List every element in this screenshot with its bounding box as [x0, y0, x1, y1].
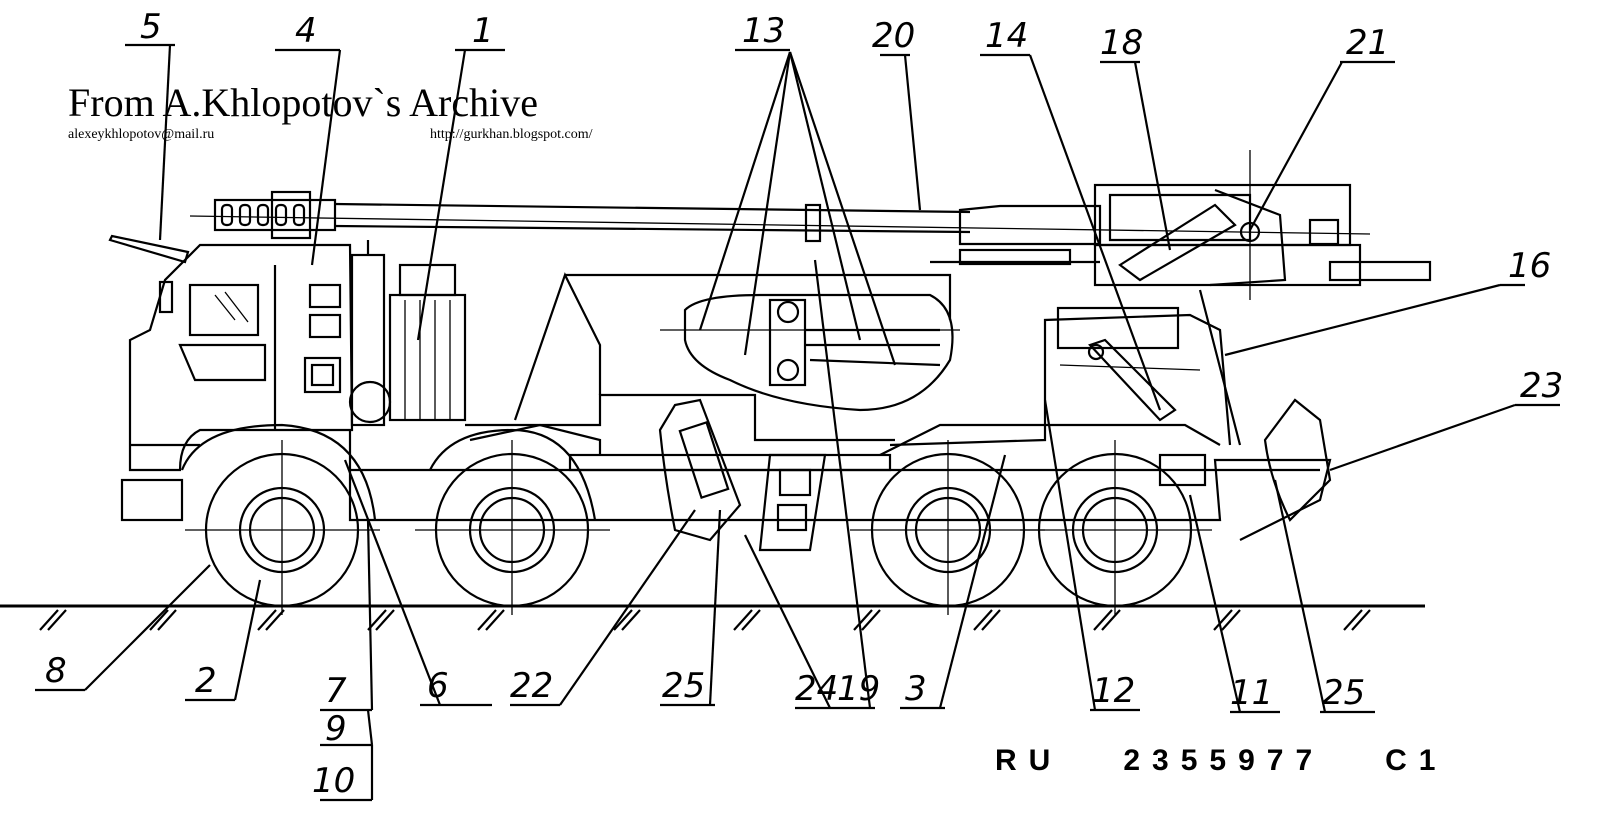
callout-13: 13	[742, 11, 785, 51]
cradle-assembly	[930, 150, 1432, 300]
callout-5: 5	[140, 7, 162, 47]
callout-25-right: 25	[1322, 673, 1365, 713]
callout-19: 20	[872, 16, 915, 56]
callout-9: 9	[325, 709, 347, 749]
outriggers	[658, 398, 1332, 552]
callout-12: 12	[1092, 671, 1135, 711]
callout-2: 2	[195, 661, 217, 701]
callout-20: 21	[1346, 23, 1389, 63]
callout-4: 4	[295, 11, 317, 51]
patent-number: RU 2355977 C1	[995, 744, 1447, 777]
callout-6: 6	[427, 666, 449, 706]
callout-21: 19	[837, 669, 880, 709]
callout-7: 7	[325, 671, 347, 711]
watermark-url: http://gurkhan.blogspot.com/	[430, 127, 593, 142]
callout-24: 24	[795, 669, 838, 709]
callout-3: 3	[905, 669, 927, 709]
callout-25-left: 25	[662, 666, 705, 706]
callout-8: 8	[45, 651, 67, 691]
callout-10: 10	[312, 761, 355, 801]
ground	[0, 604, 1425, 631]
callout-11: 11	[1230, 673, 1273, 713]
truck-cab	[108, 234, 354, 522]
callout-18: 18	[1100, 23, 1143, 63]
watermark-title: From A.Khlopotov`s Archive	[68, 80, 538, 125]
callout-14: 14	[985, 16, 1028, 56]
callout-23: 23	[1520, 366, 1563, 406]
callout-22: 22	[510, 666, 553, 706]
callout-1: 1	[472, 11, 494, 51]
callout-16: 16	[1508, 246, 1551, 286]
watermark-email: alexeykhlopotov@mail.ru	[68, 127, 214, 142]
callout-labels: 5 4 1 13 20 14 18 21 16 23 8 2 7 9 10 6 …	[45, 7, 1563, 801]
turret-center	[660, 293, 1201, 422]
wheels	[180, 423, 1212, 615]
exhaust-and-box	[348, 240, 467, 427]
leader-lines	[35, 43, 1560, 802]
